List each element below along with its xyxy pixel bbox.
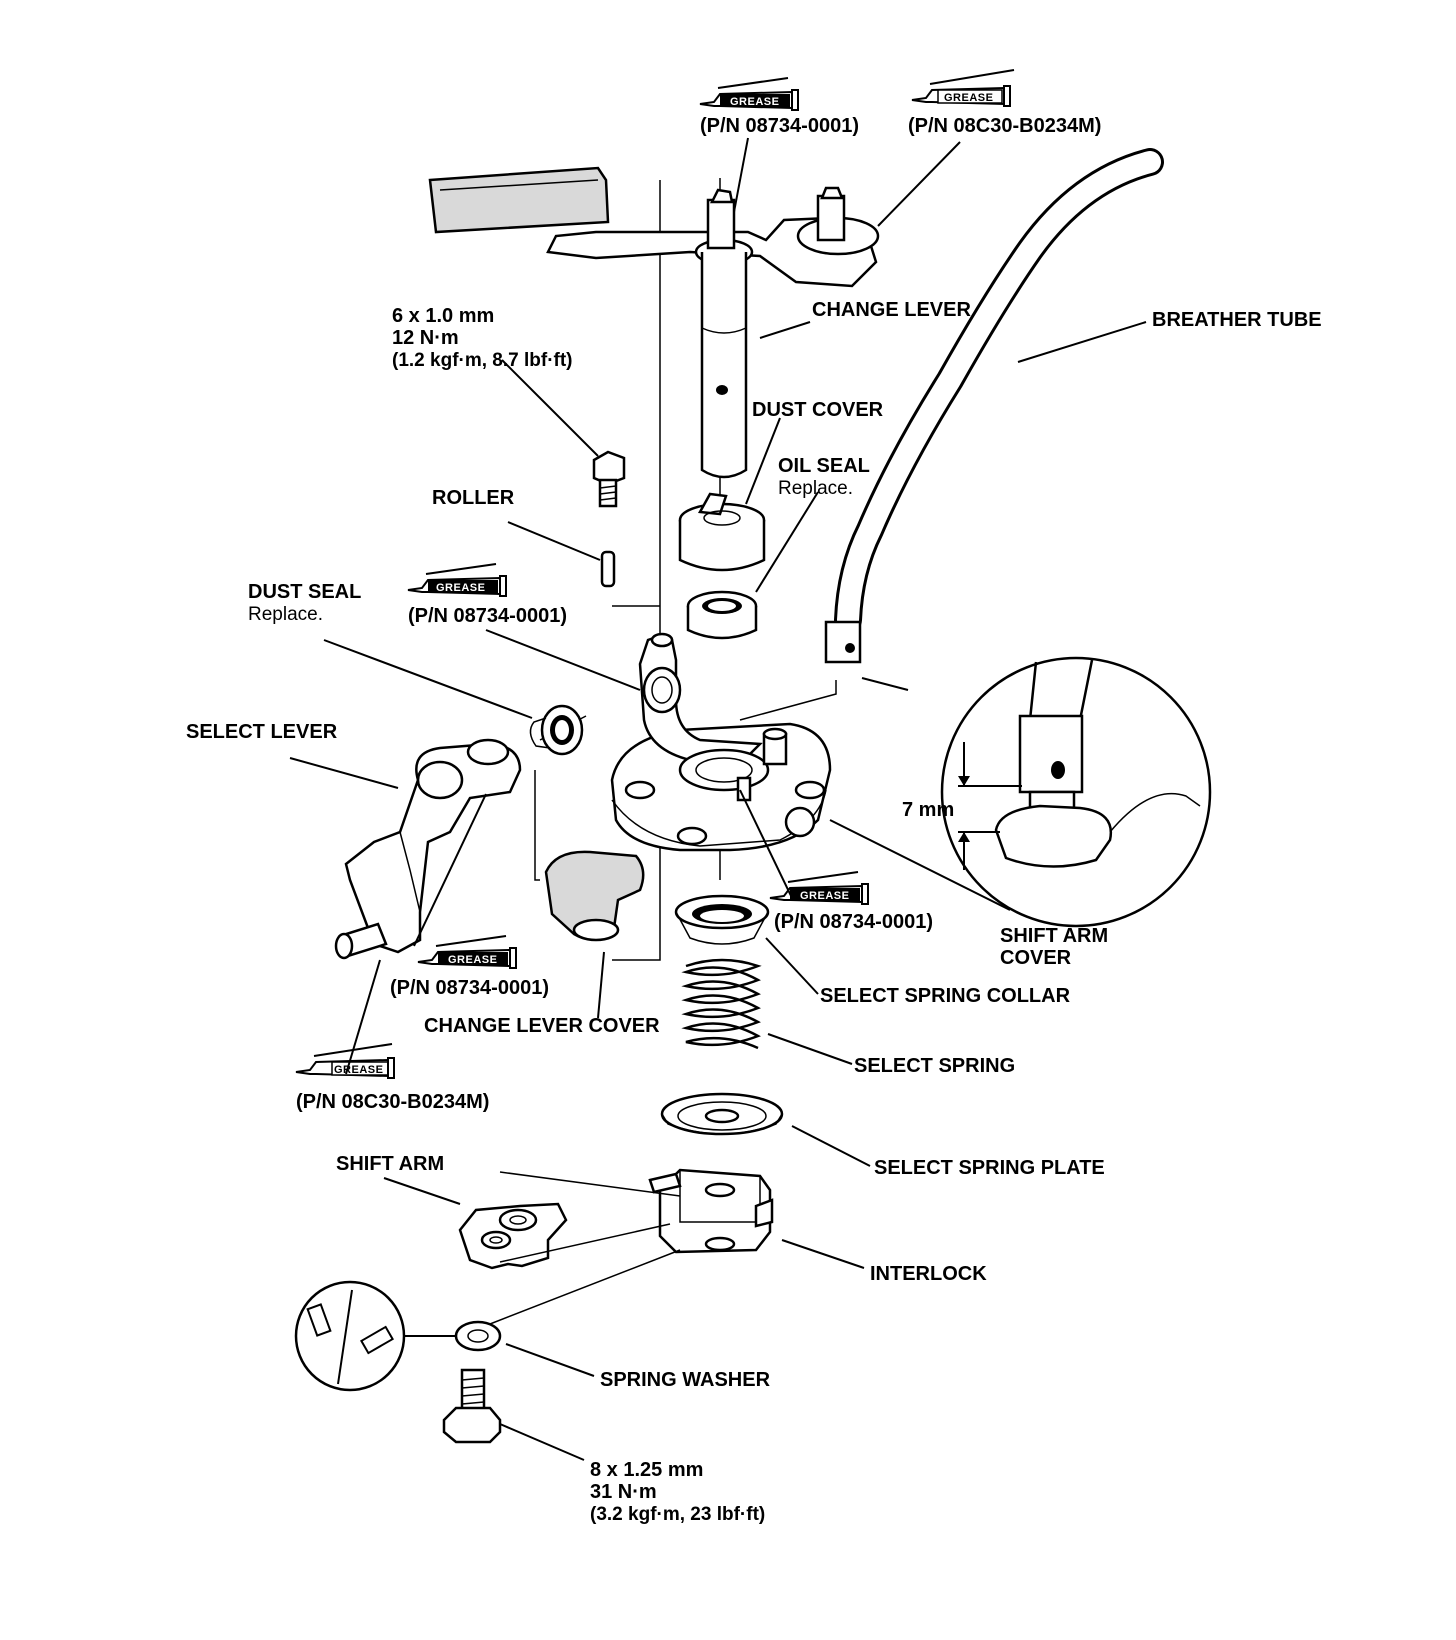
label-dust-seal: DUST SEAL bbox=[248, 581, 361, 603]
change-lever bbox=[428, 166, 880, 479]
spring-washer bbox=[454, 1249, 681, 1352]
grease-pn-5: (P/N 08734-0001) bbox=[390, 977, 549, 999]
shift-arm bbox=[458, 1171, 681, 1270]
bolt-lower-torque: 31 N·m bbox=[590, 1481, 657, 1503]
select-spring bbox=[681, 958, 762, 1050]
bolt-upper-size: 6 x 1.0 mm bbox=[392, 305, 494, 327]
shift-arm-cover bbox=[610, 632, 832, 852]
select-lever bbox=[334, 738, 522, 960]
washer-detail-circle bbox=[294, 1280, 456, 1392]
interlock bbox=[648, 1168, 774, 1254]
label-breather-tube: BREATHER TUBE bbox=[1152, 309, 1322, 331]
grease-pn-3: (P/N 08734-0001) bbox=[408, 605, 567, 627]
grease-tag: GREASE bbox=[944, 92, 993, 104]
grease-tag: GREASE bbox=[436, 582, 485, 594]
breather-detail-circle: 7 mm bbox=[902, 656, 1212, 928]
bolt-8mm bbox=[442, 1368, 502, 1444]
label-change-lever-cover: CHANGE LEVER COVER bbox=[424, 1015, 660, 1037]
bolt-upper-torque: 12 N·m bbox=[392, 327, 459, 349]
grease-pn-1: (P/N 08734-0001) bbox=[700, 115, 859, 137]
grease-pn-6: (P/N 08C30-B0234M) bbox=[296, 1091, 489, 1113]
label-spring-washer: SPRING WASHER bbox=[600, 1369, 771, 1391]
leader-lines bbox=[289, 137, 1147, 1461]
grease-tube-6: GREASE bbox=[295, 1043, 395, 1079]
change-lever-cover bbox=[544, 850, 645, 942]
label-shift-arm: SHIFT ARM bbox=[336, 1153, 444, 1175]
select-spring-collar bbox=[674, 894, 770, 945]
label-dust-seal-note: Replace. bbox=[248, 604, 323, 625]
label-oil-seal: OIL SEAL bbox=[778, 455, 870, 477]
grease-tube-2: GREASE bbox=[911, 69, 1015, 107]
oil-seal bbox=[686, 590, 758, 640]
label-dust-cover: DUST COVER bbox=[752, 399, 884, 421]
grease-tag: GREASE bbox=[448, 954, 497, 966]
detail-dim-label: 7 mm bbox=[902, 799, 954, 821]
grease-tag: GREASE bbox=[334, 1064, 383, 1076]
dust-cover bbox=[678, 492, 766, 572]
label-interlock: INTERLOCK bbox=[870, 1263, 987, 1285]
label-shift-arm-cover-2: COVER bbox=[1000, 947, 1072, 969]
bolt-lower-size: 8 x 1.25 mm bbox=[590, 1459, 703, 1481]
labels: CHANGE LEVER BREATHER TUBE DUST COVER OI… bbox=[186, 299, 1322, 1525]
roller bbox=[600, 550, 616, 588]
label-select-spring-plate: SELECT SPRING PLATE bbox=[874, 1157, 1105, 1179]
label-roller: ROLLER bbox=[432, 487, 515, 509]
grease-tube-1: GREASE bbox=[699, 77, 799, 111]
grease-tube-5: GREASE bbox=[417, 935, 517, 969]
breather-tube bbox=[824, 148, 1164, 664]
label-select-spring: SELECT SPRING bbox=[854, 1055, 1015, 1077]
grease-pn-4: (P/N 08734-0001) bbox=[774, 911, 933, 933]
label-select-lever: SELECT LEVER bbox=[186, 721, 338, 743]
label-shift-arm-cover-1: SHIFT ARM bbox=[1000, 925, 1108, 947]
dust-seal bbox=[529, 704, 584, 756]
grease-tube-3: GREASE bbox=[407, 563, 507, 597]
grease-pn-2: (P/N 08C30-B0234M) bbox=[908, 115, 1101, 137]
grease-tag: GREASE bbox=[800, 890, 849, 902]
label-oil-seal-note: Replace. bbox=[778, 478, 853, 499]
label-select-spring-collar: SELECT SPRING COLLAR bbox=[820, 985, 1071, 1007]
bolt-upper-alt: (1.2 kgf·m, 8.7 lbf·ft) bbox=[392, 350, 573, 371]
label-change-lever: CHANGE LEVER bbox=[812, 299, 971, 321]
grease-tube-4: GREASE bbox=[769, 871, 869, 905]
grease-tag: GREASE bbox=[730, 96, 779, 108]
bolt-6mm bbox=[592, 450, 626, 508]
select-spring-plate bbox=[660, 1092, 784, 1136]
bolt-lower-alt: (3.2 kgf·m, 23 lbf·ft) bbox=[590, 1504, 765, 1525]
